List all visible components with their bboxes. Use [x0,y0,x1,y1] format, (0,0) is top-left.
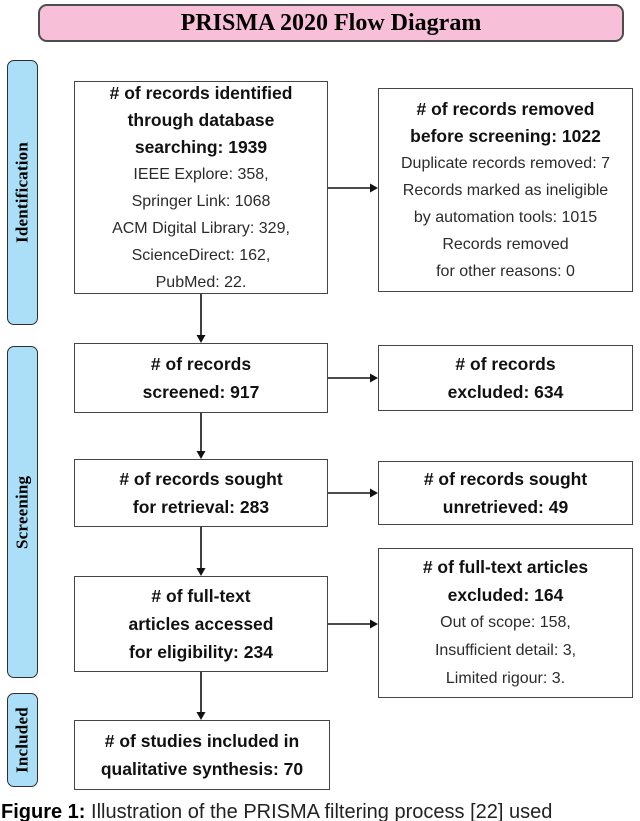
box-detail-lines: Out of scope: 158,Insufficient detail: 3… [434,614,577,687]
arrow-screened-to-sought [196,413,206,459]
arrow-screened-to-excluded [328,373,378,383]
stage-label-screening: Screening [7,346,38,678]
stage-label-identification: Identification [7,60,38,325]
figure-caption: Figure 1: Illustration of the PRISMA fil… [1,799,640,821]
arrow-fulltext-to-included [196,672,206,720]
arrow-identified-to-removed [328,183,378,193]
arrow-sought-to-fulltext [196,527,206,576]
stage-label-text: Included [12,707,32,773]
arrow-fulltext-to-excluded [328,619,378,629]
arrow-sought-to-unretrieved [328,488,378,498]
diagram-title: PRISMA 2020 Flow Diagram [180,9,482,36]
stage-label-text: Screening [12,475,32,549]
stage-label-text: Identification [12,141,32,244]
stage-label-included: Included [7,693,38,787]
figure-caption-label: Figure 1: [1,801,86,821]
diagram-title-banner: PRISMA 2020 Flow Diagram [38,4,624,42]
arrow-identified-to-screened [196,294,206,343]
figure-caption-text: Illustration of the PRISMA filtering pro… [85,801,553,821]
